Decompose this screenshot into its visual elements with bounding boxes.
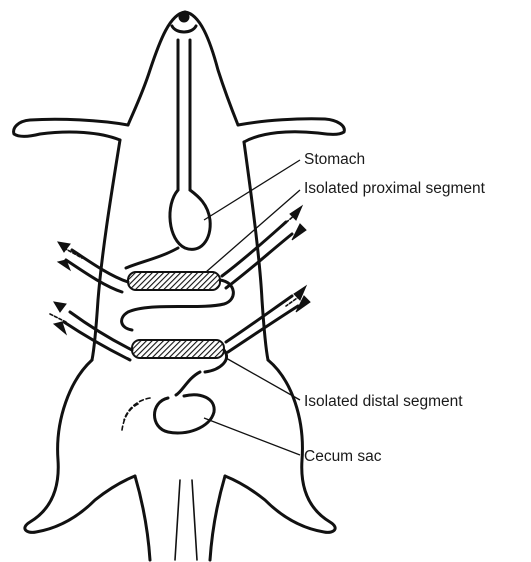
label-cecum-sac: Cecum sac	[304, 448, 382, 465]
isolated-proximal-segment	[122, 272, 234, 330]
leader-distal	[226, 358, 300, 400]
label-isolated-proximal-segment: Isolated proximal segment	[304, 180, 486, 197]
esophagus	[172, 12, 196, 190]
flow-arrows	[50, 206, 310, 334]
leader-cecum	[204, 418, 300, 455]
label-isolated-distal-segment: Isolated distal segment	[304, 393, 463, 410]
cecum-sac	[122, 372, 214, 433]
label-stomach: Stomach	[304, 151, 365, 168]
duodenum	[126, 248, 178, 268]
isolated-distal-segment	[132, 340, 227, 372]
